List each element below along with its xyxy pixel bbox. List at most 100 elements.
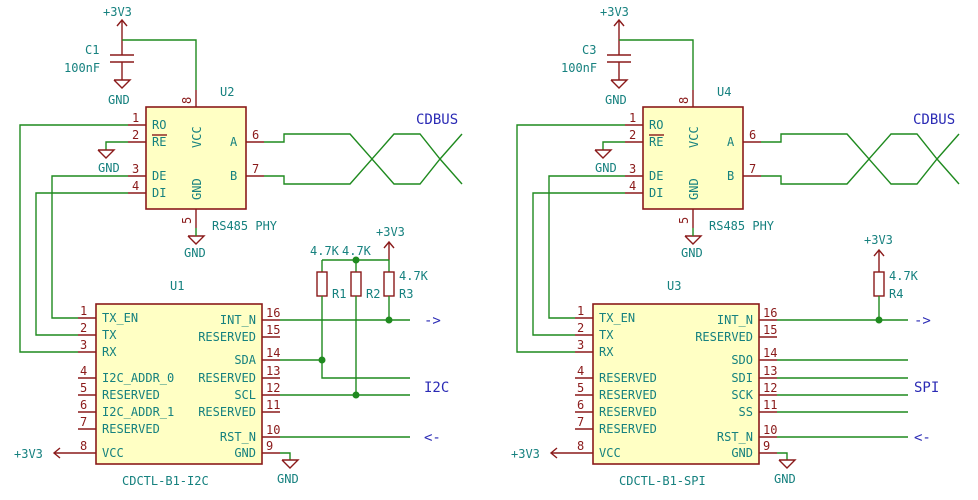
gnd-symbol-icon — [187, 235, 206, 245]
r2-ref: R2 — [366, 287, 380, 301]
phy-vcc-pin-name: VCC — [190, 126, 204, 148]
gnd-symbol-icon — [778, 459, 797, 469]
ctl-pin-number: 14 — [266, 346, 280, 360]
i2c-circuit: +3V3 C1 100nF GND U2 8 VCC 5 GND — [14, 5, 463, 488]
phy-pin-number: 4 — [132, 179, 139, 193]
ctl-pin-number: 2 — [577, 321, 584, 335]
cdbus-label: CDBUS — [913, 112, 955, 128]
phy-pin-number: 1 — [132, 111, 139, 125]
ctl-right-pins: 16INT_N15RESERVED14SDA13RESERVED12SCL11R… — [198, 306, 280, 460]
phy-pin-number: 3 — [132, 162, 139, 176]
ctl-pin-name: RESERVED — [599, 422, 657, 436]
ctl-value: CDCTL-B1-I2C — [122, 474, 209, 488]
ctl-pin-name: INT_N — [717, 313, 753, 327]
ctl-pin-number: 6 — [80, 398, 87, 412]
bus-name-label: SPI — [914, 380, 939, 396]
cap-value: 100nF — [561, 61, 597, 75]
ctl-pin-name: INT_N — [220, 313, 256, 327]
gnd-symbol-icon — [113, 79, 132, 89]
phy-gnd-pin-name: GND — [190, 178, 204, 200]
ctl-pin-number: 3 — [80, 338, 87, 352]
capacitor-c3 — [607, 40, 631, 80]
phy-pin-name: RE — [649, 135, 663, 149]
phy-value: RS485 PHY — [709, 219, 775, 233]
rst-arrow-label: <- — [914, 430, 931, 446]
ctl-pin-number: 1 — [80, 304, 87, 318]
ctl-pin-name: SDI — [731, 371, 753, 385]
r3-value: 4.7K — [399, 269, 429, 283]
phy-gnd-pin-number: 5 — [677, 217, 691, 224]
ctl-pin-name: SCK — [731, 388, 753, 402]
ctl-pin-number: 3 — [577, 338, 584, 352]
ctl-pin-name: RST_N — [220, 430, 256, 444]
phy-chip-u2 — [145, 106, 247, 210]
gnd-symbol-icon — [610, 79, 629, 89]
ctl-pin-name: RX — [102, 345, 117, 359]
re-gnd-label: GND — [595, 161, 617, 175]
ctl-pin-name: VCC — [599, 446, 621, 460]
ctl-pin-number: 4 — [577, 364, 584, 378]
ctl-pin-number: 9 — [763, 439, 770, 453]
phy-gnd-label: GND — [681, 246, 703, 260]
cap-value: 100nF — [64, 61, 100, 75]
phy-pin-number: 4 — [629, 179, 636, 193]
ctl-pin-name: SDA — [234, 353, 256, 367]
phy-pin-number: 6 — [252, 128, 259, 142]
ctl-pin-number: 1 — [577, 304, 584, 318]
phy-ref: U2 — [220, 85, 234, 99]
phy-pin-name: DI — [152, 186, 166, 200]
ctl-pin-name: RESERVED — [198, 330, 256, 344]
ctl-pin-name: TX_EN — [102, 311, 138, 325]
ctl-pin-name: SDO — [731, 353, 753, 367]
ctl-ref: U1 — [170, 279, 184, 293]
ctl-pin-number: 8 — [80, 439, 87, 453]
ctl-pin-name: SCL — [234, 388, 256, 402]
phy-pin-name: DE — [152, 169, 166, 183]
res-power-label: +3V3 — [376, 225, 405, 239]
ctl-ref: U3 — [667, 279, 681, 293]
phy-pin-name: B — [230, 169, 237, 183]
phy-vcc-pin-name: VCC — [687, 126, 701, 148]
phy-vcc-pin-number: 8 — [180, 97, 194, 104]
r3-ref: R3 — [399, 287, 413, 301]
gnd-symbol-icon — [594, 149, 613, 159]
r2-value: 4.7K — [342, 244, 372, 258]
ctl-pin-number: 5 — [577, 381, 584, 395]
phy-pin-number: 6 — [749, 128, 756, 142]
power-arrow-icon — [52, 447, 78, 459]
cap-ref: C3 — [582, 43, 596, 57]
ctl-pin-number: 2 — [80, 321, 87, 335]
phy-pin-number: 3 — [629, 162, 636, 176]
cdbus-label: CDBUS — [416, 112, 458, 128]
phy-pin-number: 7 — [749, 162, 756, 176]
ctl-gnd-label: GND — [277, 472, 299, 486]
phy-pin-name: A — [230, 135, 238, 149]
phy-pin-name: RE — [152, 135, 166, 149]
phy-gnd-pin-number: 5 — [180, 217, 194, 224]
power-label-3v3: +3V3 — [103, 5, 132, 19]
ctl-pin-name: RESERVED — [599, 405, 657, 419]
phy-gnd-label: GND — [184, 246, 206, 260]
ctl-pin-name: RESERVED — [695, 330, 753, 344]
power-arrow-icon — [613, 18, 625, 40]
power-label-3v3: +3V3 — [600, 5, 629, 19]
ctl-pin-name: RX — [599, 345, 614, 359]
phy-pin-name: B — [727, 169, 734, 183]
r1-value: 4.7K — [310, 244, 340, 258]
ctl-pin-number: 15 — [763, 323, 777, 337]
ctl-pin-number: 8 — [577, 439, 584, 453]
cap-ref: C1 — [85, 43, 99, 57]
ctl-pin-name: I2C_ADDR_0 — [102, 371, 174, 385]
resistor-r3 — [383, 271, 395, 297]
power-arrow-icon — [383, 240, 395, 260]
phy-pin-name: A — [727, 135, 735, 149]
capacitor-c1 — [110, 40, 134, 80]
ctl-pin-number: 16 — [266, 306, 280, 320]
ctl-pin-number: 7 — [80, 415, 87, 429]
r4-ref: R4 — [889, 287, 903, 301]
int-arrow-label: -> — [914, 313, 931, 329]
phy-ref: U4 — [717, 85, 731, 99]
